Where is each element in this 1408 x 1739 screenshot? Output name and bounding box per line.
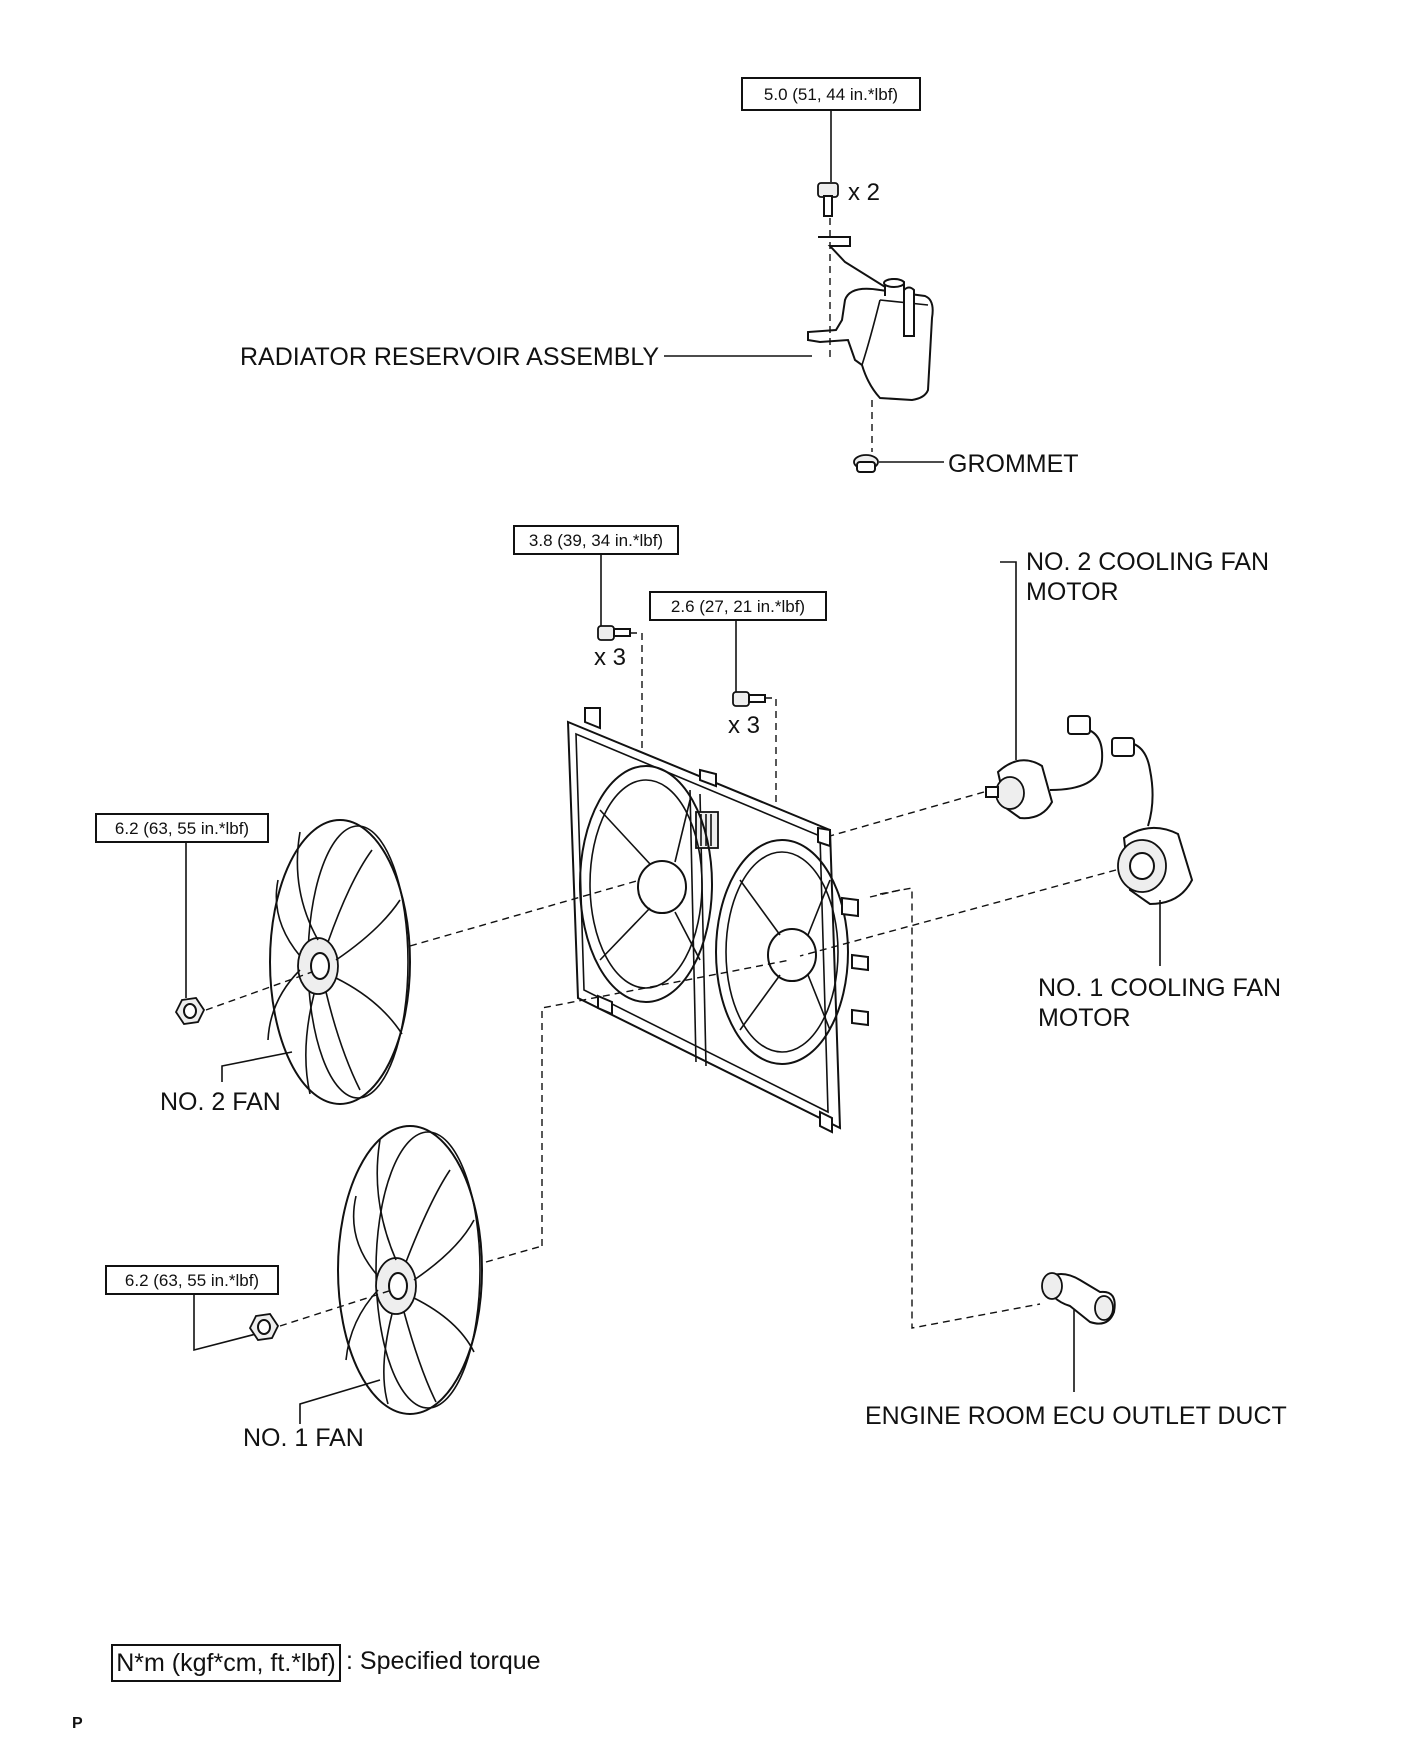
shroud-bolt-right-qty: x 3 bbox=[728, 712, 760, 739]
shroud-bolt-left-qty: x 3 bbox=[594, 644, 626, 671]
no2-fan-torque-text: 6.2 (63, 55 in.*lbf) bbox=[115, 819, 249, 838]
radiator-reservoir-icon bbox=[807, 236, 934, 402]
no1-fan-nut-icon bbox=[248, 1313, 280, 1341]
no1-motor-label-line2: MOTOR bbox=[1038, 1004, 1131, 1032]
no1-motor-label-line1: NO. 1 COOLING FAN bbox=[1038, 974, 1281, 1002]
no2-motor-label-line1: NO. 2 COOLING FAN bbox=[1026, 548, 1269, 576]
reservoir-bolt-icon bbox=[817, 182, 839, 217]
no2-fan-icon bbox=[267, 819, 411, 1105]
no1-fan-label: NO. 1 FAN bbox=[243, 1424, 364, 1452]
fan-shroud-icon bbox=[566, 707, 869, 1134]
ecu-outlet-duct-label: ENGINE ROOM ECU OUTLET DUCT bbox=[865, 1402, 1287, 1430]
no2-fan-torque-callout: 6.2 (63, 55 in.*lbf) bbox=[95, 813, 269, 998]
no2-motor-label-line2: MOTOR bbox=[1026, 578, 1119, 606]
shroud-bolt-left-torque-callout: 3.8 (39, 34 in.*lbf) bbox=[513, 525, 679, 628]
shroud-left-torque-text: 3.8 (39, 34 in.*lbf) bbox=[529, 531, 663, 550]
shroud-bolt-right-torque-callout: 2.6 (27, 21 in.*lbf) bbox=[649, 591, 827, 694]
no1-fan-torque-callout: 6.2 (63, 55 in.*lbf) bbox=[105, 1265, 279, 1352]
reservoir-torque-text: 5.0 (51, 44 in.*lbf) bbox=[764, 85, 898, 104]
radiator-reservoir-label: RADIATOR RESERVOIR ASSEMBLY bbox=[240, 343, 659, 371]
no1-fan-torque-text: 6.2 (63, 55 in.*lbf) bbox=[125, 1271, 259, 1290]
legend-description: : Specified torque bbox=[346, 1647, 541, 1675]
shroud-right-torque-text: 2.6 (27, 21 in.*lbf) bbox=[671, 597, 805, 616]
legend-unit-box: N*m (kgf*cm, ft.*lbf) bbox=[116, 1649, 335, 1677]
grommet-label: GROMMET bbox=[948, 450, 1079, 478]
ecu-outlet-duct-icon bbox=[1041, 1272, 1116, 1325]
shroud-bolt-left-icon bbox=[597, 625, 631, 641]
no2-cooling-fan-motor-icon bbox=[985, 715, 1104, 820]
page-marker: P bbox=[72, 1715, 83, 1732]
no1-fan-icon bbox=[337, 1125, 483, 1415]
no1-cooling-fan-motor-icon bbox=[1111, 737, 1194, 906]
shroud-bolt-right-icon bbox=[732, 691, 766, 707]
reservoir-bolt-qty: x 2 bbox=[848, 179, 880, 206]
no2-fan-nut-icon bbox=[174, 997, 206, 1025]
no2-fan-label: NO. 2 FAN bbox=[160, 1088, 281, 1116]
torque-legend: N*m (kgf*cm, ft.*lbf) : Specified torque bbox=[111, 1644, 541, 1682]
reservoir-torque-callout: 5.0 (51, 44 in.*lbf) bbox=[741, 77, 921, 182]
grommet-icon bbox=[853, 454, 879, 473]
